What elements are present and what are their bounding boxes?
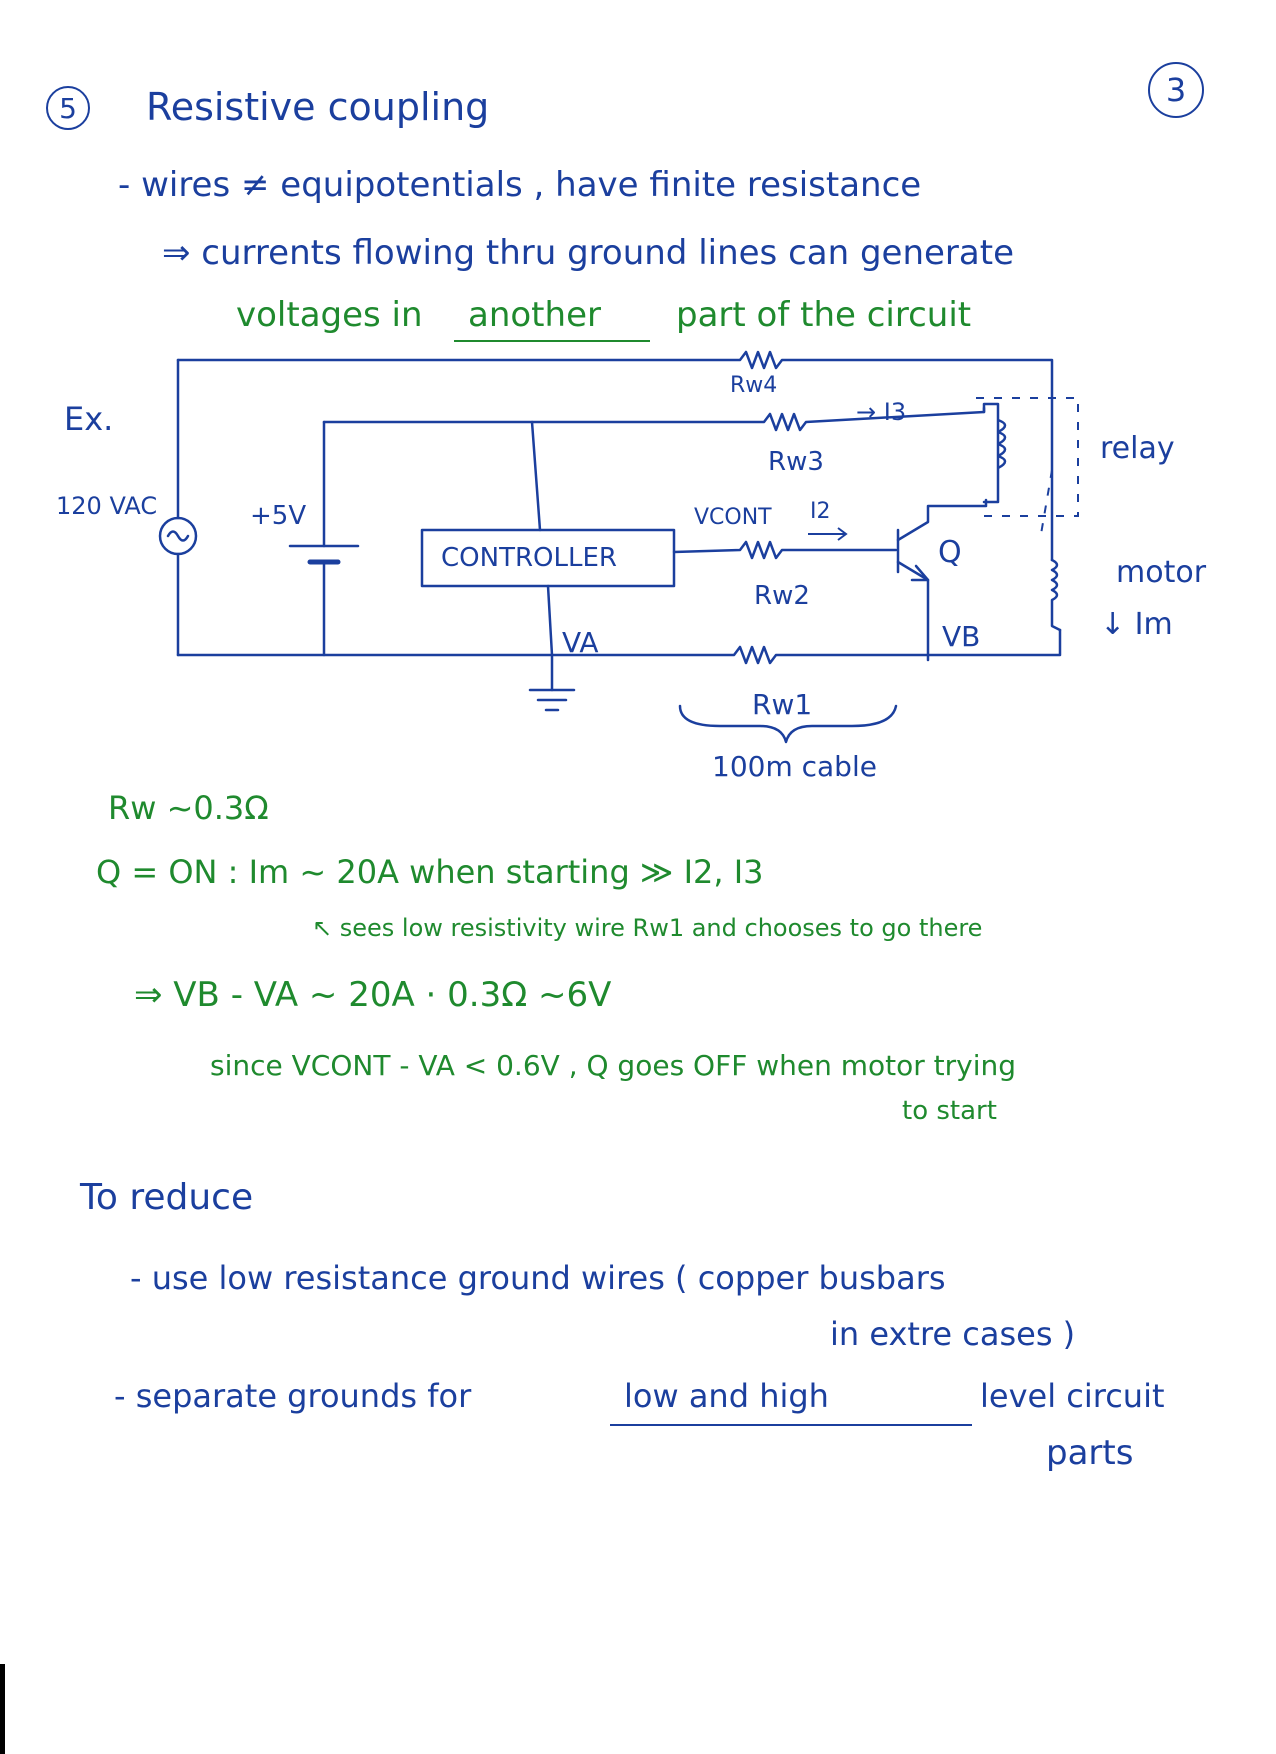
ex-label: Ex.: [64, 400, 113, 438]
controller-label: CONTROLLER: [441, 543, 617, 573]
intro-bullet-1: - wires ≠ equipotentials , have finite r…: [118, 165, 922, 205]
relay-switch: [1039, 469, 1053, 541]
source-label: 120 VAC: [56, 492, 157, 520]
section-number: 5: [59, 91, 77, 125]
ac-source: [158, 516, 198, 556]
ground-symbol: [528, 688, 576, 712]
cable-label: 100m cable: [712, 750, 877, 783]
reduce-item-2-post: level circuit: [980, 1377, 1165, 1415]
rw-value: Rw ~0.3Ω: [108, 789, 269, 827]
im-label: ↓ Im: [1100, 607, 1173, 642]
scan-edge-mark: [0, 1664, 5, 1754]
transistor-collector: [896, 498, 988, 542]
rw4-label: Rw4: [730, 373, 777, 398]
wire-top: [176, 350, 1054, 562]
reduce-item-2b: parts: [1046, 1433, 1134, 1473]
circuit-diagram: Ex. 120 VAC +5V CONTROLLER Rw4 Rw3 → I3 …: [56, 350, 1207, 783]
page-number-badge: 3: [1148, 62, 1204, 118]
motor-coil: [1050, 558, 1062, 632]
i2-arrow: [808, 527, 848, 541]
rw2-label: Rw2: [754, 581, 810, 611]
i3-label: → I3: [856, 398, 906, 426]
reduce-item-1b: in extre cases ): [830, 1315, 1076, 1353]
intro-bullet-2: ⇒ currents flowing thru ground lines can…: [162, 233, 1014, 273]
emitter-arrow: [910, 564, 930, 582]
reduce-item-2-em: low and high: [624, 1377, 829, 1415]
section-number-badge: 5: [46, 86, 90, 130]
vb-va-line: ⇒ VB - VA ~ 20A · 0.3Ω ~6V: [134, 975, 612, 1015]
relay-coil: [982, 402, 1007, 504]
reduce-item-2-pre: - separate grounds for: [114, 1377, 472, 1415]
section-title: Resistive coupling: [146, 85, 490, 129]
page-number: 3: [1165, 71, 1187, 109]
rw1-label: Rw1: [752, 688, 812, 721]
q-on-line: Q = ON : Im ~ 20A when starting ≫ I2, I3: [96, 853, 764, 891]
since-line-2: to start: [902, 1096, 997, 1126]
intro-bullet-3-em: another: [468, 295, 601, 335]
motor-label: motor: [1116, 555, 1207, 590]
wire-rw2: [672, 540, 898, 560]
vcont-label: VCONT: [694, 505, 772, 530]
intro-underline: [454, 340, 650, 342]
relay-label: relay: [1100, 431, 1175, 466]
reduce-item-1: - use low resistance ground wires ( copp…: [130, 1259, 946, 1297]
intro-bullet-3-pre: voltages in: [236, 295, 423, 335]
wire-bottom: [176, 628, 1062, 665]
ac-wave: [166, 530, 190, 542]
q-label: Q: [938, 535, 962, 570]
va-label: VA: [562, 626, 599, 659]
relay-box: [976, 397, 1079, 517]
since-line: since VCONT - VA < 0.6V , Q goes OFF whe…: [210, 1049, 1017, 1082]
current-note: ↖ sees low resistivity wire Rw1 and choo…: [312, 914, 983, 942]
intro-bullet-3-post: part of the circuit: [676, 295, 972, 335]
wire-controller-supply: [530, 420, 542, 532]
supply-label: +5V: [250, 501, 306, 531]
reduce-underline: [610, 1424, 972, 1426]
cable-brace: [678, 704, 898, 744]
i2-label: I2: [810, 499, 831, 524]
transistor-emitter: [896, 560, 930, 662]
reduce-heading: To reduce: [80, 1177, 254, 1218]
wire-rw3: [322, 406, 986, 432]
vb-label: VB: [942, 620, 980, 653]
rw3-label: Rw3: [768, 447, 824, 477]
wire-controller-ground: [546, 584, 554, 692]
